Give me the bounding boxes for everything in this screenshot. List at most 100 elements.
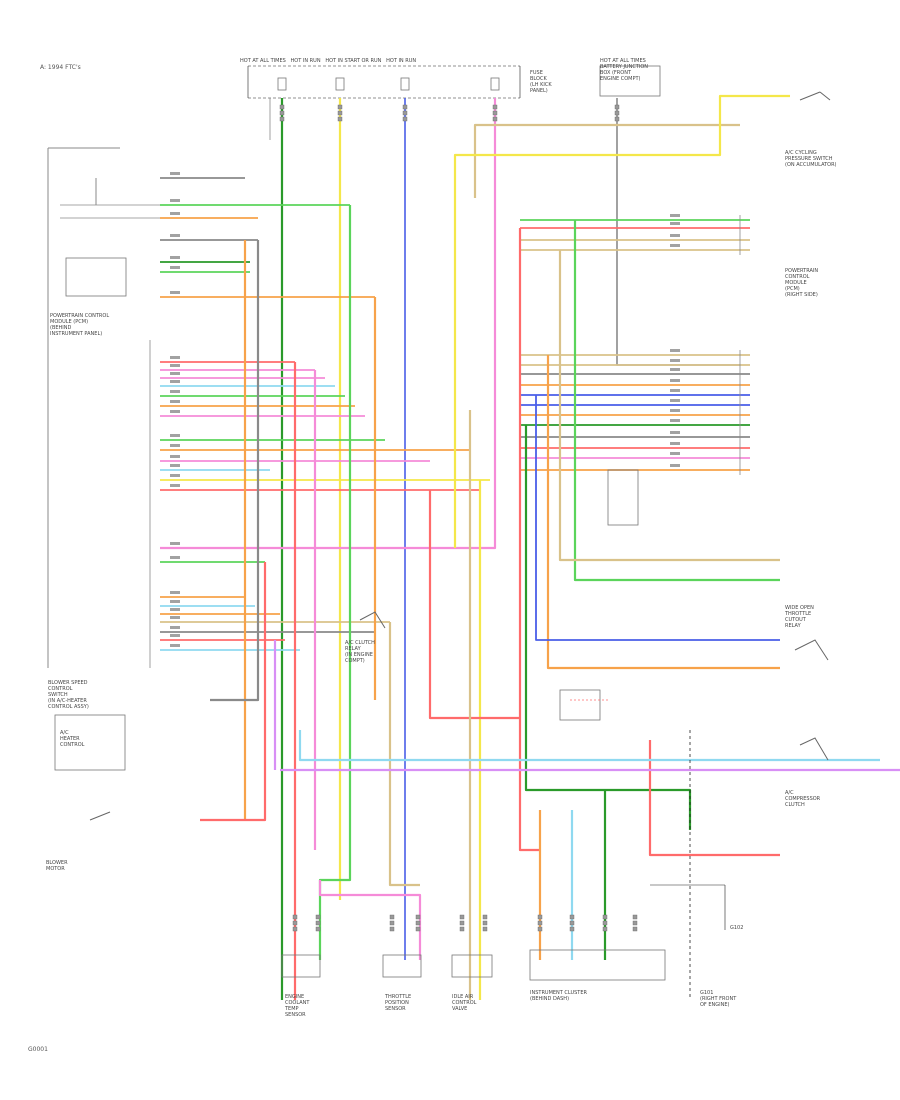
left-wire-label-13 (170, 410, 180, 413)
top-connector-2 (402, 116, 408, 122)
right-wire-label-9 (670, 442, 680, 445)
left-wire-label-28 (170, 644, 180, 647)
bottom-connector-2 (389, 914, 395, 920)
right-wire-label-6 (670, 409, 680, 412)
bottom-connector-6 (537, 914, 543, 920)
right-wire-label-7 (670, 419, 680, 422)
top-connector-3 (492, 110, 498, 116)
bottom-connector-4 (459, 914, 465, 920)
red-drop-2 (200, 562, 267, 822)
page-title: A: 1994 FTC's (40, 64, 81, 71)
top-connector-2 (402, 110, 408, 116)
right-top-label-1 (670, 222, 680, 225)
left-relay-box (65, 257, 127, 297)
right-wire-label-4 (670, 389, 680, 392)
left-wire-label-21 (170, 556, 180, 559)
bottom-connector-0 (292, 914, 298, 920)
left-wire-label-26 (170, 626, 180, 629)
right-top-label-2 (670, 234, 680, 237)
right-wire-label-5 (670, 399, 680, 402)
top-connector-1 (337, 116, 343, 122)
gray-drop (210, 240, 260, 702)
tan-drop-2 (388, 622, 420, 887)
right-connector-box (607, 469, 639, 526)
right-wire-label-8 (670, 431, 680, 434)
top-connector-0 (279, 104, 285, 110)
top-connector-3 (492, 116, 498, 122)
blower-motor-label: BLOWER MOTOR (46, 860, 68, 872)
bottom-connector-5 (482, 914, 488, 920)
sensor-c-box (451, 954, 493, 978)
left-wire-label-1 (170, 199, 180, 202)
bottom-connector-3 (415, 920, 421, 926)
left-wire-label-3 (170, 234, 180, 237)
left-wire-label-8 (170, 364, 180, 367)
pressure-yellow-feed (453, 94, 790, 548)
left-wire-label-23 (170, 600, 180, 603)
left-wire-label-19 (170, 484, 180, 487)
left-wire-label-15 (170, 444, 180, 447)
fuse-0 (277, 77, 287, 91)
blower-switch-box (54, 714, 126, 771)
left-wire-label-22 (170, 591, 180, 594)
bottom-connector-5 (482, 926, 488, 932)
relay-switch-contact (794, 639, 829, 661)
blower-switch-label: BLOWER SPEED CONTROL SWITCH (IN A/C-HEAT… (48, 680, 89, 710)
fuse-block-header: HOT AT ALL TIMES HOT IN RUN HOT IN START… (240, 58, 417, 64)
right-top-label-3 (670, 244, 680, 247)
left-wire-label-18 (170, 474, 180, 477)
left-wire-label-6 (170, 291, 180, 294)
right-wire-label-3 (670, 379, 680, 382)
pressure-switch-label: A/C CYCLING PRESSURE SWITCH (ON ACCUMULA… (785, 150, 837, 168)
battery-junction-box (599, 65, 661, 97)
clutch-switch-contact (799, 737, 829, 761)
left-wire-label-2 (170, 212, 180, 215)
left-wire-label-7 (170, 356, 180, 359)
bottom-connector-2 (389, 926, 395, 932)
bottom-connector-6 (537, 926, 543, 932)
top-connector-2 (402, 104, 408, 110)
sensor-b-box (382, 954, 422, 978)
bottom-connector-6 (537, 920, 543, 926)
bottom-connector-7 (569, 914, 575, 920)
top-connector-4 (614, 110, 620, 116)
top-connector-0 (279, 110, 285, 116)
clutch-relay-label: A/C CLUTCH RELAY (IN ENGINE COMPT) (345, 640, 375, 664)
bottom-connector-4 (459, 926, 465, 932)
fuse-block-label: FUSE BLOCK (LH KICK PANEL) (530, 70, 552, 94)
bottom-connector-7 (569, 926, 575, 932)
top-connector-1 (337, 104, 343, 110)
bottom-connector-9 (632, 926, 638, 932)
left-wire-label-14 (170, 434, 180, 437)
bottom-connector-1 (315, 914, 321, 920)
bottom-connector-3 (415, 914, 421, 920)
bottom-connector-8 (602, 926, 608, 932)
left-wire-label-20 (170, 542, 180, 545)
red-horizontal-to-relay (428, 490, 520, 720)
pressure-tan-feed (473, 123, 740, 198)
right-red-feed (518, 228, 540, 852)
left-wire-label-9 (170, 372, 180, 375)
connector-bottom-box (529, 949, 666, 981)
bottom-connector-8 (602, 914, 608, 920)
bottom-connector-1 (315, 926, 321, 932)
compressor-clutch-label: A/C COMPRESSOR CLUTCH (785, 790, 821, 808)
bottom-connector-9 (632, 920, 638, 926)
left-wire-label-27 (170, 634, 180, 637)
right-wire-label-0 (670, 349, 680, 352)
bottom-connector-0 (292, 920, 298, 926)
fuse-2 (400, 77, 410, 91)
bottom-connector-7 (569, 920, 575, 926)
left-wire-label-5 (170, 266, 180, 269)
bottom-connector-8 (602, 920, 608, 926)
sensor-a-box (281, 954, 321, 978)
bottom-connector-5 (482, 920, 488, 926)
top-connector-4 (614, 104, 620, 110)
fuse-1 (335, 77, 345, 91)
right-wire-label-2 (670, 368, 680, 371)
bottom-connector-1 (315, 920, 321, 926)
left-wire-label-11 (170, 390, 180, 393)
left-wire-label-0 (170, 172, 180, 175)
right-blue-feed (535, 395, 780, 641)
